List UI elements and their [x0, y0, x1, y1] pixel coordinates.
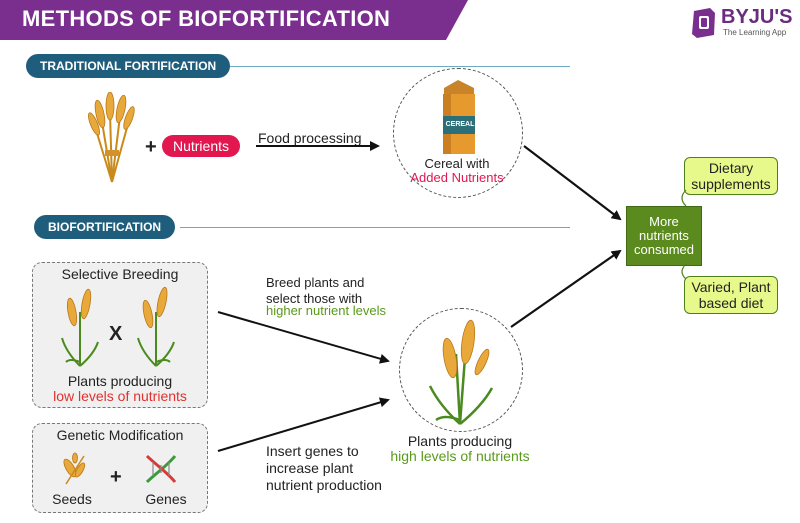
plant-diet-line1: Varied, Plant [691, 279, 771, 295]
high-nutrient-line1: Plants producing [407, 433, 513, 449]
plants-to-outcome-arrow [510, 249, 622, 328]
plus-sign-genetic: + [110, 466, 122, 488]
dietary-supplements-box: Dietary supplements [684, 157, 778, 195]
genetic-modification-title: Genetic Modification [56, 427, 184, 443]
seeds-icon [63, 452, 86, 485]
title-banner [0, 0, 468, 40]
seeds-label: Seeds [52, 491, 92, 507]
wheat-plant-left-icon [61, 288, 99, 367]
more-nutrients-line3: consumed [634, 242, 694, 257]
cereal-to-outcome-arrow [523, 145, 622, 221]
traditional-section-label: TRADITIONAL FORTIFICATION [26, 54, 231, 78]
cereal-result-line2: Added Nutrients [410, 170, 504, 185]
selective-caption-line1: Plants producing [67, 373, 173, 389]
logo-tagline: The Learning App [723, 28, 787, 37]
plant-diet-box: Varied, Plant based diet [684, 276, 778, 314]
breed-text-line1: Breed plants and [266, 275, 365, 290]
cereal-result-line1: Cereal with [424, 156, 490, 171]
selective-breeding-title: Selective Breeding [61, 266, 179, 282]
traditional-divider [230, 66, 570, 67]
more-nutrients-box: More nutrients consumed [626, 206, 702, 266]
cereal-circle [393, 68, 523, 198]
biofortification-section-label: BIOFORTIFICATION [34, 215, 176, 239]
high-nutrient-line2: high levels of nutrients [390, 448, 530, 464]
brand-logo: BYJU'S The Learning App [690, 6, 800, 46]
more-nutrients-line1: More [649, 214, 679, 229]
nutrients-pill: Nutrients [162, 135, 240, 157]
biofortification-divider [180, 227, 570, 228]
breeding-arrow [217, 311, 390, 364]
connector-top [681, 189, 687, 207]
plus-sign-traditional: + [145, 136, 157, 158]
more-nutrients-line2: nutrients [639, 228, 689, 243]
byjus-logo-icon [692, 8, 715, 38]
genetic-modification-box [32, 423, 208, 513]
insert-text-line3: nutrient production [266, 477, 382, 493]
genes-label: Genes [145, 491, 187, 507]
dna-genes-icon [145, 454, 177, 484]
breed-text-line3: higher nutrient levels [266, 303, 386, 318]
logo-brand: BYJU'S [721, 6, 793, 28]
insert-text-line1: Insert genes to [266, 443, 359, 459]
selective-caption-line2: low levels of nutrients [53, 388, 187, 404]
connector-bottom [681, 263, 687, 280]
dietary-line2: supplements [691, 176, 771, 192]
wheat-plant-right-icon [137, 286, 175, 367]
dietary-line1: Dietary [708, 160, 754, 176]
breed-text-line2: select those with [266, 291, 363, 306]
cereal-box-label: CEREAL [445, 121, 475, 128]
insert-text-line2: increase plant [266, 460, 354, 476]
wheat-bundle-icon [88, 92, 135, 183]
food-processing-label: Food processing [258, 130, 362, 146]
selective-breeding-box [32, 262, 208, 408]
plant-diet-line2: based diet [698, 295, 764, 311]
high-nutrient-plant-circle [399, 308, 523, 432]
cross-symbol: X [109, 323, 123, 345]
cereal-box-icon [443, 80, 475, 154]
page-title: METHODS OF BIOFORTIFICATION [22, 6, 391, 31]
genetic-arrow [217, 397, 390, 452]
wheat-plant-large-icon [428, 319, 494, 425]
